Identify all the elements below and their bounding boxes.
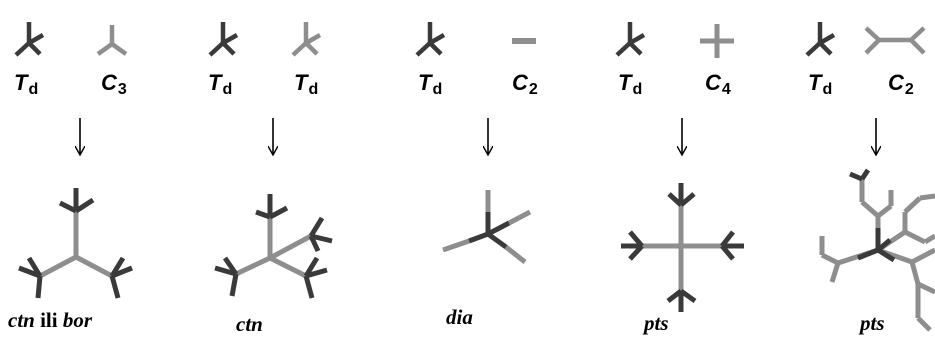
col3-right-symmetry-label: C2 xyxy=(512,70,538,98)
col2-left-symmetry-label: Td xyxy=(208,70,233,98)
col3-network-diagram xyxy=(442,190,532,264)
col3-left-symmetry-label: Td xyxy=(418,70,443,98)
col4-right-symmetry-label: C4 xyxy=(705,70,731,98)
col5-network-diagram xyxy=(819,168,935,332)
col5-topology-label: pts xyxy=(860,311,885,335)
col1-topology-connector: ili xyxy=(34,308,63,332)
col2-dark-building-block-icon xyxy=(208,22,239,57)
col1-network-diagram xyxy=(18,188,133,299)
col1-left-symmetry-label: Td xyxy=(14,70,39,98)
col3-dark-building-block-icon xyxy=(415,22,446,57)
col1-dark-building-block-icon xyxy=(14,22,45,57)
col2-light-td-building-block-icon xyxy=(291,22,322,57)
col1-topology-primary: ctn xyxy=(8,308,35,332)
col4-dark-building-block-icon xyxy=(615,22,646,57)
col1-light-c3-building-block-icon xyxy=(96,25,128,56)
col2-right-symmetry-label: Td xyxy=(294,70,319,98)
col5-light-c2-building-block-icon xyxy=(864,26,926,55)
col5-right-symmetry-label: C2 xyxy=(888,70,914,98)
col1-topology-alternative: bor xyxy=(62,308,93,332)
col5-left-symmetry-label: Td xyxy=(808,70,833,98)
col5-dark-building-block-icon xyxy=(805,22,836,57)
col4-left-symmetry-label: Td xyxy=(618,70,643,98)
col1-right-symmetry-label: C3 xyxy=(101,70,127,98)
col1-topology-label: ctn ili bor xyxy=(8,310,92,331)
col4-network-diagram xyxy=(621,183,744,312)
col3-topology-label: dia xyxy=(446,305,473,329)
col4-light-c4-building-block-icon xyxy=(700,24,734,58)
col2-topology-label: ctn xyxy=(236,312,263,336)
col4-topology-label: pts xyxy=(644,311,669,335)
col2-network-diagram xyxy=(214,194,333,299)
